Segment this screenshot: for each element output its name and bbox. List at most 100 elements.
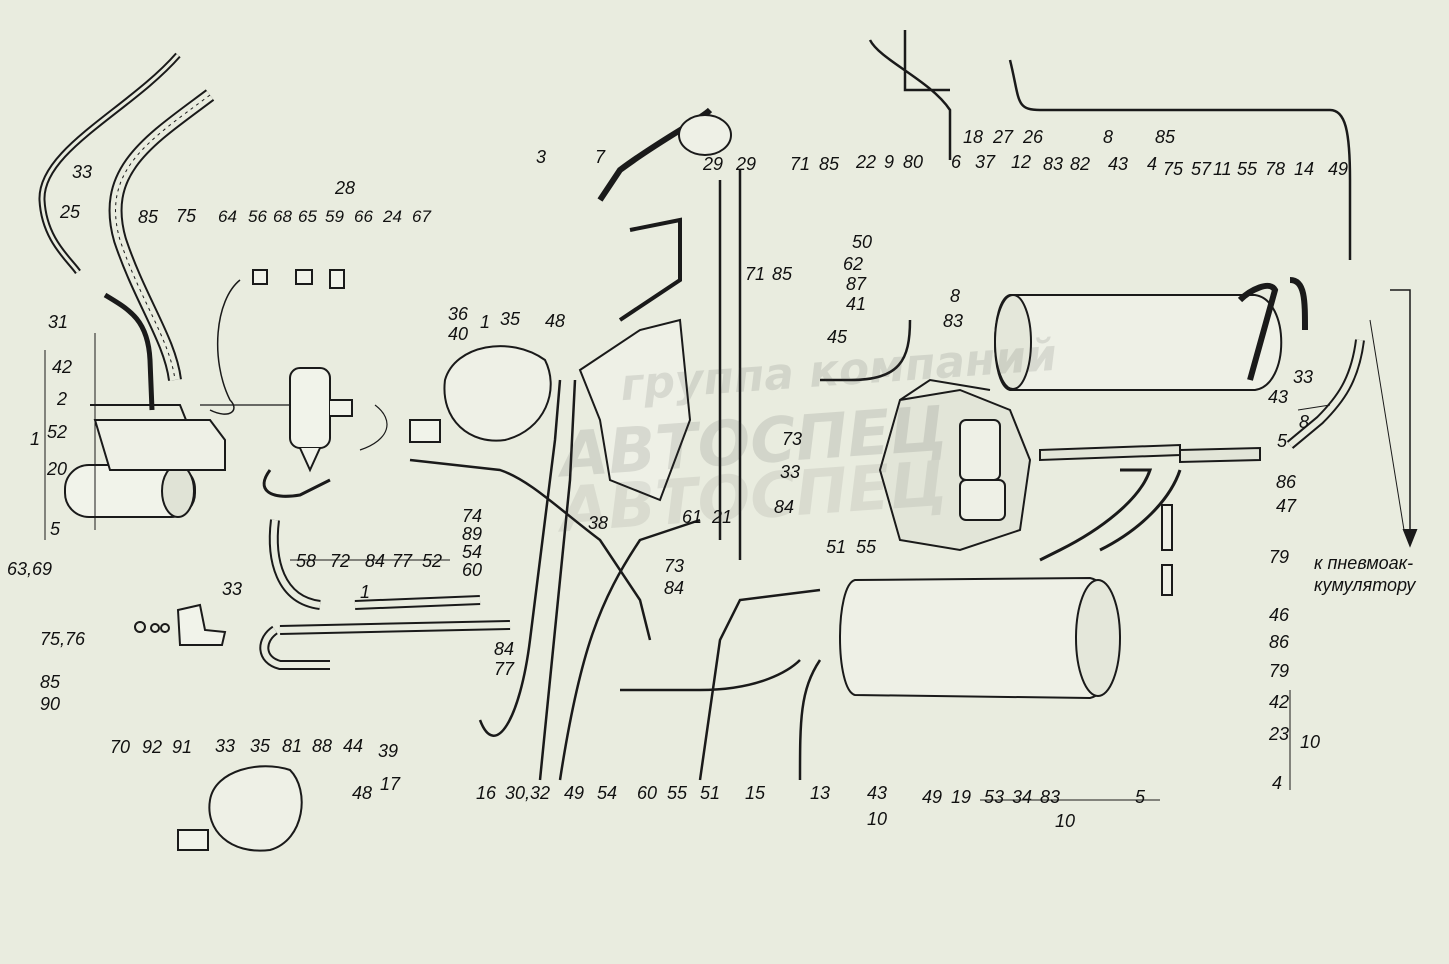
callout-33b: 33 [1293, 367, 1314, 387]
pipe-16 [478, 379, 562, 737]
callout-48b: 48 [352, 783, 373, 803]
note-line2: кумулятору [1314, 575, 1416, 595]
callout-1b: 1 [480, 312, 491, 332]
callout-8c: 8 [1299, 412, 1310, 432]
callout-46: 46 [1269, 605, 1290, 625]
callout-66: 66 [354, 207, 373, 226]
callout-18: 18 [963, 127, 984, 147]
pipe-40 [820, 319, 912, 382]
callout-33: 33 [72, 162, 93, 182]
callout-68: 68 [273, 207, 292, 226]
callout-7: 7 [595, 147, 606, 167]
callout-6: 6 [951, 152, 962, 172]
callout-48: 48 [545, 311, 566, 331]
chamber-35-low [208, 765, 303, 852]
callout-42: 42 [52, 357, 73, 377]
callout-92: 92 [142, 737, 163, 757]
callout-87: 87 [846, 274, 867, 294]
callout-5c: 5 [1135, 787, 1146, 807]
callout-26: 26 [1023, 127, 1044, 147]
callout-67: 67 [412, 207, 431, 226]
callout-51a: 51 [826, 537, 847, 557]
callout-85e: 85 [40, 672, 61, 692]
callout-71b: 71 [745, 264, 766, 284]
callout-84d: 84 [494, 639, 515, 659]
callout-25: 25 [60, 202, 81, 222]
callout-42b: 42 [1269, 692, 1290, 712]
callout-33c: 33 [780, 462, 801, 482]
bracket-47 [1039, 443, 1181, 462]
pipe-top [868, 30, 1352, 260]
pipe-13 [798, 659, 822, 781]
pipe-54 [620, 659, 801, 692]
callout-89: 89 [462, 524, 483, 544]
callout-14: 14 [1294, 159, 1315, 179]
callout-57: 57 [1191, 159, 1212, 179]
bracket-58 [262, 469, 331, 498]
callout-77: 77 [392, 551, 413, 571]
callout-16: 16 [476, 783, 497, 803]
callout-1: 1 [30, 429, 41, 449]
callout-17: 17 [380, 774, 401, 794]
callout-8a: 8 [1103, 127, 1114, 147]
callout-50: 50 [852, 232, 873, 252]
callout-28: 28 [335, 178, 356, 198]
callout-75: 75 [176, 206, 197, 226]
callout-11: 11 [1213, 159, 1232, 179]
callout-31: 31 [48, 312, 69, 332]
callout-10a: 10 [1300, 732, 1321, 752]
callout-55b: 55 [856, 537, 877, 557]
pipe-30 [538, 379, 577, 781]
callout-86a: 86 [1276, 472, 1297, 492]
callout-10b: 10 [867, 809, 888, 829]
callout-63-69: 63,69 [7, 559, 53, 579]
callout-82: 82 [1070, 154, 1091, 174]
callout-60b: 60 [637, 783, 658, 803]
callout-79b: 79 [1269, 661, 1290, 681]
callout-39: 39 [378, 741, 399, 761]
callout-5b: 5 [1277, 431, 1288, 451]
chamber-35-top [443, 345, 552, 442]
callout-36: 36 [448, 304, 469, 324]
callout-85: 85 [138, 207, 159, 227]
callout-8b: 8 [950, 286, 961, 306]
callout-22: 22 [856, 152, 877, 172]
callout-56: 56 [248, 207, 267, 226]
callout-54: 54 [462, 542, 483, 562]
callout-5: 5 [50, 519, 61, 539]
callout-19: 19 [951, 787, 972, 807]
callout-74: 74 [462, 506, 483, 526]
callout-85d: 85 [772, 264, 793, 284]
callout-37: 37 [975, 152, 996, 172]
callout-83b: 83 [943, 311, 964, 331]
callout-23: 23 [1269, 724, 1290, 744]
callout-43a: 43 [1108, 154, 1129, 174]
callout-34: 34 [1012, 787, 1033, 807]
callout-61: 61 [682, 507, 703, 527]
callout-53: 53 [984, 787, 1005, 807]
callout-91: 91 [172, 737, 193, 757]
callout-47: 47 [1276, 496, 1297, 516]
callout-51b: 51 [700, 783, 721, 803]
callout-75-76: 75,76 [40, 629, 86, 649]
callout-12: 12 [1011, 152, 1032, 172]
callout-4a: 4 [1147, 154, 1158, 174]
callout-73b: 73 [664, 556, 685, 576]
callout-9: 9 [884, 152, 895, 172]
bracket-3 [578, 318, 692, 502]
note-line1: к пневмоак- [1314, 553, 1414, 573]
pipe-49 [558, 518, 701, 781]
callout-88: 88 [312, 736, 333, 756]
callout-83a: 83 [1043, 154, 1064, 174]
hose-33-left [38, 52, 181, 275]
callout-43c: 43 [867, 783, 888, 803]
callout-72: 72 [330, 551, 351, 571]
callout-44: 44 [343, 736, 364, 756]
callout-10c: 10 [1055, 811, 1076, 831]
callout-38: 38 [588, 513, 609, 533]
callout-81: 81 [282, 736, 303, 756]
callout-55a: 55 [1237, 159, 1258, 179]
tee-36 [289, 367, 331, 449]
callout-13: 13 [810, 783, 831, 803]
